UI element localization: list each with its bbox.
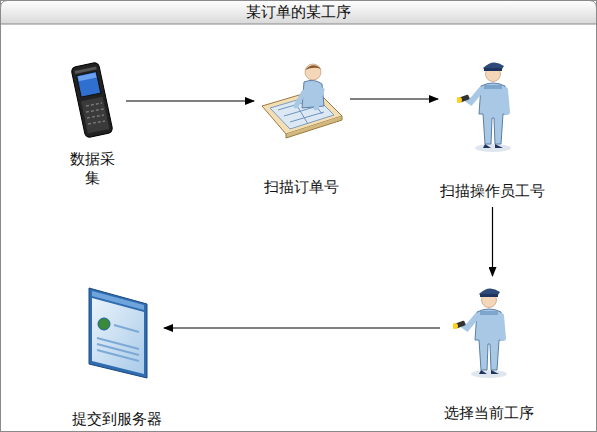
process-node: 提交到服务器 xyxy=(72,282,162,429)
title-band xyxy=(1,1,597,25)
node-icon xyxy=(453,278,525,378)
node-icon xyxy=(62,60,122,142)
node-label: 扫描订单号 xyxy=(264,178,339,197)
process-node: 扫描订单号 xyxy=(256,58,346,197)
node-label: 扫描操作员工号 xyxy=(440,182,545,201)
node-label: 选择当前工序 xyxy=(444,404,534,423)
node-icon xyxy=(77,282,157,382)
node-icon xyxy=(457,52,529,152)
diagram-title: 某订单的某工序 xyxy=(0,2,597,22)
flow-arrow xyxy=(350,98,438,99)
flow-arrow xyxy=(492,207,493,276)
node-label: 数据采集 xyxy=(68,150,116,188)
process-node: 扫描操作员工号 xyxy=(440,52,545,201)
process-node: 选择当前工序 xyxy=(444,278,534,423)
process-node: 数据采集 xyxy=(62,60,122,188)
flow-arrow xyxy=(164,327,440,328)
node-icon xyxy=(256,58,346,140)
flow-arrow xyxy=(126,100,254,101)
node-label: 提交到服务器 xyxy=(72,410,162,429)
